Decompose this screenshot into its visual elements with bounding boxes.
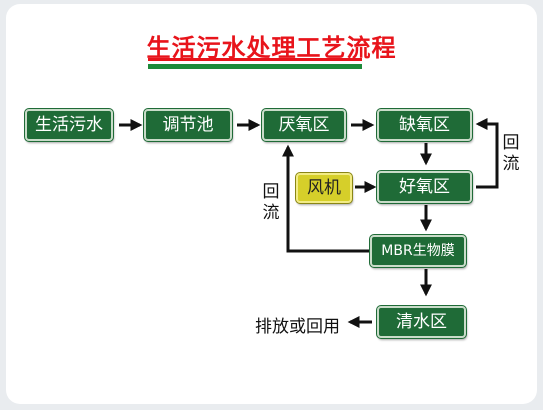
title-underline-green [148,64,362,69]
node-regulating-tank: 调节池 [144,109,232,141]
node-mbr: MBR生物膜 [370,235,466,267]
node-sewage: 生活污水 [25,109,113,141]
node-aerobic: 好氧区 [377,171,472,203]
recirculation-right-path [475,118,499,189]
node-anaerobic: 厌氧区 [262,109,346,141]
node-blower: 风机 [296,173,352,203]
node-clear-water: 清水区 [377,306,466,338]
node-discharge: 排放或回用 [255,317,340,337]
title-underline-red [148,58,362,61]
recirculation-label-left: 回流 [262,182,280,223]
node-anoxic: 缺氧区 [377,109,472,141]
recirculation-label-right: 回流 [502,133,520,174]
recirculation-left-path [282,144,370,253]
diagram-title: 生活污水处理工艺流程 [146,34,397,62]
